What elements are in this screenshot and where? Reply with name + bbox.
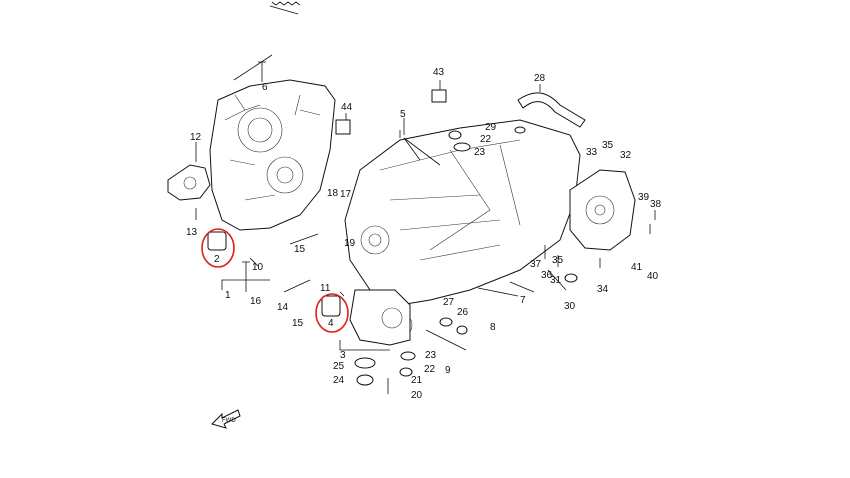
highlight-markers (201, 228, 349, 333)
callout-9: 9 (445, 365, 451, 376)
callout-44: 44 (341, 102, 353, 113)
callout-38: 38 (650, 199, 662, 210)
callout-2: 2 (214, 254, 220, 265)
callout-27: 27 (443, 297, 455, 308)
callout-3: 3 (340, 350, 346, 361)
callout-37: 37 (530, 259, 542, 270)
part-44 (335, 119, 351, 135)
callout-34: 34 (597, 284, 609, 295)
spring (269, 1, 301, 15)
callout-23-b: 23 (425, 350, 437, 361)
callout-21: 21 (411, 375, 423, 386)
callout-25: 25 (333, 361, 345, 372)
callout-29: 29 (485, 122, 497, 133)
callout-35-b: 35 (552, 255, 564, 266)
callout-40: 40 (647, 271, 659, 282)
callout-17: 17 (340, 189, 352, 200)
callout-1: 1 (225, 290, 231, 301)
callout-12: 12 (190, 132, 202, 143)
callout-33: 33 (586, 147, 598, 158)
callout-6: 6 (262, 82, 268, 93)
callout-13: 13 (186, 227, 198, 238)
fwd-arrow: FWD (211, 409, 241, 429)
callout-8: 8 (490, 322, 496, 333)
callout-15-b: 15 (292, 318, 304, 329)
left-crankcase (209, 79, 336, 231)
callout-5: 5 (400, 109, 406, 120)
leader-lines (195, 54, 541, 351)
callout-14: 14 (277, 302, 289, 313)
callout-22: 22 (480, 134, 492, 145)
callout-26: 26 (457, 307, 469, 318)
callout-43: 43 (433, 67, 445, 78)
main-crankcase (344, 119, 581, 346)
callout-41: 41 (631, 262, 643, 273)
hose (517, 92, 586, 128)
callout-32: 32 (620, 150, 632, 161)
callout-19: 19 (344, 238, 356, 249)
callout-31: 31 (550, 275, 562, 286)
callout-4: 4 (328, 318, 334, 329)
callout-23: 23 (474, 147, 486, 158)
callout-28: 28 (534, 73, 546, 84)
callout-15: 15 (294, 244, 306, 255)
washers (354, 126, 578, 386)
right-cover (569, 169, 636, 251)
callout-30: 30 (564, 301, 576, 312)
callout-39: 39 (638, 192, 650, 203)
callout-36: 36 (541, 270, 553, 281)
callout-35: 35 (602, 140, 614, 151)
callout-11: 11 (320, 283, 331, 294)
cap-43 (431, 89, 447, 103)
side-cover-12 (167, 164, 211, 201)
callout-10: 10 (252, 262, 264, 273)
callout-18: 18 (327, 188, 339, 199)
callout-22-b: 22 (424, 364, 436, 375)
highlight-part-2 (201, 228, 235, 268)
highlight-part-4 (315, 293, 349, 333)
fwd-label: FWD (222, 418, 236, 424)
bolts (195, 61, 656, 394)
callout-16: 16 (250, 296, 262, 307)
callout-24: 24 (333, 375, 345, 386)
callout-labels: 1 2 3 4 5 6 7 8 9 10 11 12 13 14 15 15 1… (186, 67, 662, 401)
callout-20: 20 (411, 390, 423, 401)
bushing-4 (321, 295, 341, 317)
callout-7: 7 (520, 295, 526, 306)
bushing-2 (207, 231, 227, 251)
